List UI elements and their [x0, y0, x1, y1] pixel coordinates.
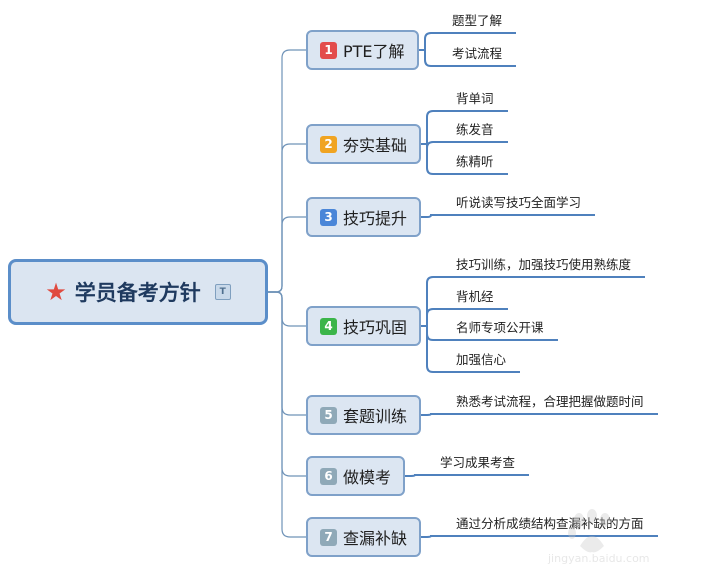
leaf-pronunciation[interactable]: 练发音 [456, 122, 494, 137]
central-topic[interactable]: ★ 学员备考方针 T [8, 259, 268, 325]
leaf-question-types[interactable]: 题型了解 [452, 13, 503, 28]
leaf-skill-training[interactable]: 技巧训练，加强技巧使用熟练度 [456, 257, 632, 272]
leaf-skills-learning[interactable]: 听说读写技巧全面学习 [456, 195, 582, 210]
branch-label: 套题训练 [343, 407, 408, 426]
leaf-open-class[interactable]: 名师专项公开课 [456, 320, 544, 335]
branch-fill-gaps[interactable]: 7 查漏补缺 [306, 517, 422, 557]
branch-label: PTE了解 [343, 42, 405, 61]
branch-mock-exam[interactable]: 6 做模考 [306, 456, 406, 496]
priority-1-icon: 1 [320, 41, 337, 59]
leaf-past-questions[interactable]: 背机经 [456, 289, 494, 304]
branch-skill-improvement[interactable]: 3 技巧提升 [306, 197, 422, 237]
branch-skill-consolidation[interactable]: 4 技巧巩固 [306, 306, 422, 346]
branch-label: 查漏补缺 [343, 529, 408, 548]
leaf-analysis[interactable]: 通过分析成绩结构查漏补缺的方面 [456, 516, 644, 531]
priority-7-icon: 7 [320, 528, 337, 546]
priority-2-icon: 2 [320, 135, 337, 153]
branch-pte-understanding[interactable]: 1 PTE了解 [306, 30, 419, 70]
branch-label: 夯实基础 [343, 136, 408, 155]
star-icon: ★ [45, 278, 67, 306]
leaf-results-check[interactable]: 学习成果考查 [440, 455, 516, 470]
central-title: 学员备考方针 [74, 281, 201, 305]
branch-label: 技巧提升 [343, 209, 408, 228]
leaf-exam-process[interactable]: 考试流程 [452, 46, 503, 61]
leaf-familiar-process[interactable]: 熟悉考试流程，合理把握做题时间 [456, 394, 644, 409]
branch-label: 技巧巩固 [343, 318, 408, 337]
priority-5-icon: 5 [320, 406, 337, 424]
leaf-confidence[interactable]: 加强信心 [456, 352, 507, 367]
watermark-logo: jingyan.baidu.com [547, 509, 650, 565]
note-icon[interactable]: T [214, 284, 231, 300]
watermark-text: jingyan.baidu.com [547, 552, 650, 565]
branch-label: 做模考 [343, 468, 392, 487]
branch-mock-sets[interactable]: 5 套题训练 [306, 395, 422, 435]
priority-6-icon: 6 [320, 467, 337, 485]
priority-4-icon: 4 [320, 317, 337, 335]
leaf-intensive-listening[interactable]: 练精听 [456, 154, 494, 169]
priority-3-icon: 3 [320, 208, 337, 226]
leaf-vocabulary[interactable]: 背单词 [456, 91, 494, 106]
branch-solid-foundation[interactable]: 2 夯实基础 [306, 124, 422, 164]
